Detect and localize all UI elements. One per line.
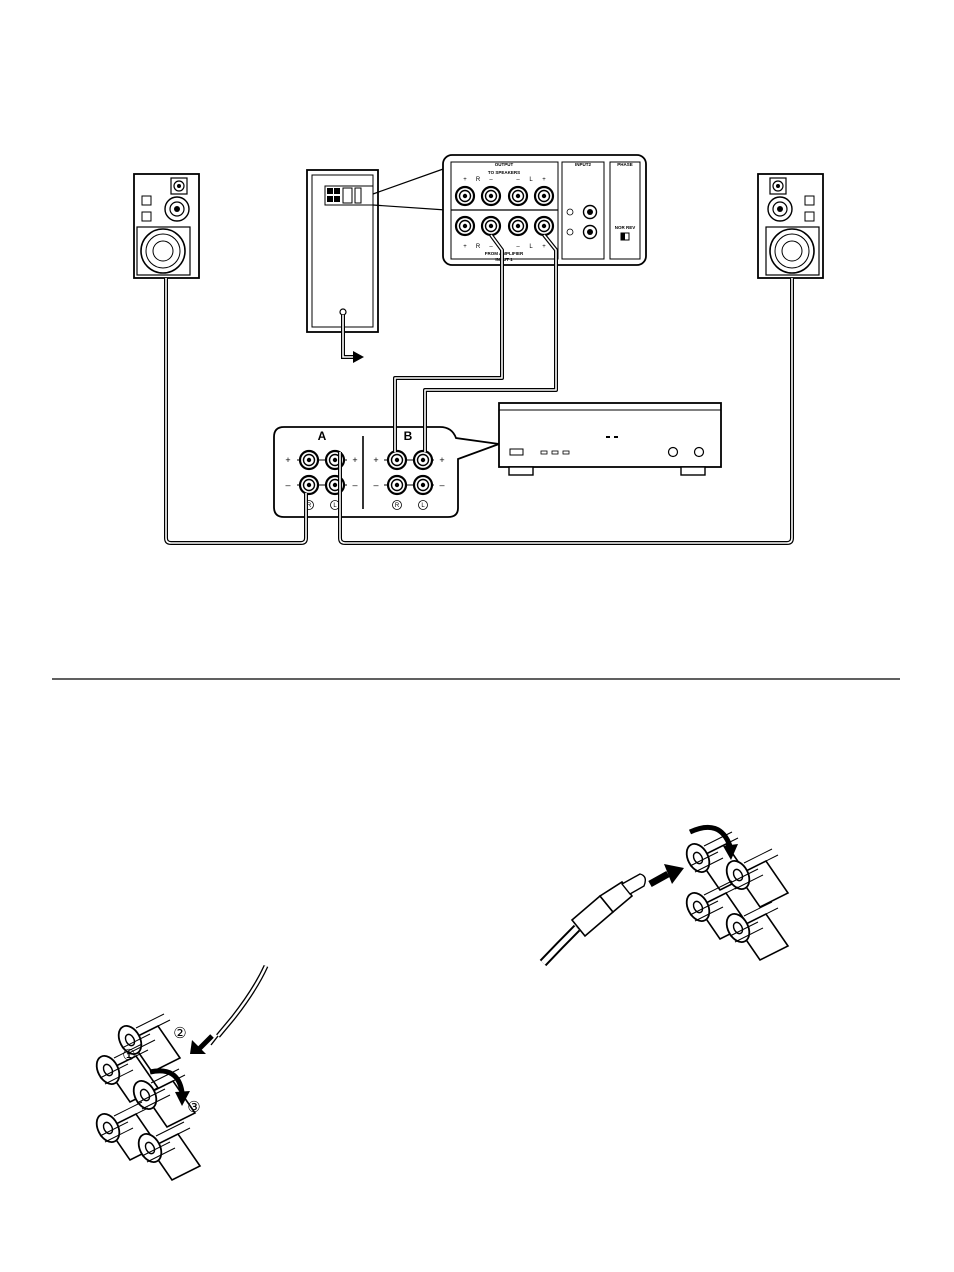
subwoofer-terminal-thumbnail: [324, 185, 374, 206]
step-3-label: ③: [187, 1099, 200, 1116]
binding-post-icon: [681, 831, 789, 961]
speaker-wire: [210, 964, 269, 1046]
plus-sign: +: [542, 244, 546, 250]
svg-text:R: R: [395, 503, 400, 509]
amp-b-r-plus-jack[interactable]: [386, 449, 408, 471]
minus-sign: –: [373, 480, 378, 490]
svg-text:L: L: [333, 503, 337, 509]
output-jack-r-plus[interactable]: [454, 185, 476, 207]
plus-sign: +: [285, 455, 290, 465]
amp-a-r-plus-jack[interactable]: [298, 449, 320, 471]
input-jack-l-minus[interactable]: [507, 215, 529, 237]
from-amplifier-label: FROM AMPLIFIER: [485, 251, 524, 256]
amp-b-l-plus-jack[interactable]: [412, 449, 434, 471]
left-speaker: [133, 173, 200, 279]
minus-sign: –: [352, 480, 357, 490]
plus-sign: +: [463, 244, 467, 250]
svg-text:R: R: [307, 503, 312, 509]
insert-arrow-icon: [648, 864, 684, 888]
amp-a-r-minus-jack[interactable]: [298, 474, 320, 496]
speaker-woofer-icon: [136, 226, 191, 276]
input-jack-r-minus[interactable]: [480, 215, 502, 237]
speaker-midrange-icon: [767, 196, 793, 222]
subwoofer: [306, 167, 447, 363]
speaker-cables: [164, 233, 794, 545]
phase-switch-label: NOR REV: [615, 225, 636, 230]
step-1-label: ①: [122, 1047, 135, 1064]
output-label: OUTPUT: [495, 162, 514, 167]
power-cord: [339, 308, 364, 363]
minus-sign: –: [516, 244, 520, 250]
plus-sign: +: [373, 455, 378, 465]
step-2-label: ②: [173, 1025, 186, 1042]
right-speaker: [757, 173, 824, 279]
input-jack-l-plus[interactable]: [533, 215, 555, 237]
speaker-woofer-icon: [765, 226, 820, 276]
channel-right-symbol: R: [392, 500, 402, 510]
speaker-tweeter-icon: [769, 177, 787, 195]
minus-sign: –: [439, 480, 444, 490]
minus-sign: –: [489, 177, 493, 183]
turn-arrow-icon: [688, 824, 738, 860]
subwoofer-terminal-panel: OUTPUT TO SPEAKERS + R – – L + + R – – L…: [442, 154, 647, 266]
input1-label: INPUT 1: [495, 257, 513, 262]
terminal-a-label: A: [318, 429, 327, 443]
bare-wire-illustration: ① ② ③: [91, 964, 269, 1181]
terminal-b-label: B: [404, 429, 413, 443]
minus-sign: –: [489, 244, 493, 250]
input2-label: INPUT2: [575, 162, 592, 167]
plus-sign: +: [463, 177, 467, 183]
channel-left-label: L: [529, 177, 533, 183]
plus-sign: +: [542, 177, 546, 183]
channel-right-label: R: [476, 177, 481, 183]
turn-arrow-icon: [149, 1068, 190, 1106]
to-speakers-label: TO SPEAKERS: [488, 170, 520, 175]
phase-switch[interactable]: [620, 232, 630, 241]
channel-left-label: L: [529, 244, 533, 250]
channel-left-symbol: L: [418, 500, 428, 510]
output-jack-l-plus[interactable]: [533, 185, 555, 207]
rca-input-r[interactable]: [566, 224, 598, 240]
plus-sign: +: [352, 455, 357, 465]
input-jack-r-plus[interactable]: [454, 215, 476, 237]
speaker-tweeter-icon: [170, 177, 188, 195]
banana-plug-illustration: [539, 824, 789, 967]
amp-b-r-minus-jack[interactable]: [386, 474, 408, 496]
svg-text:L: L: [421, 503, 425, 509]
plus-sign: +: [439, 455, 444, 465]
output-jack-r-minus[interactable]: [480, 185, 502, 207]
insert-arrow-icon: [190, 1034, 214, 1054]
amp-b-l-minus-jack[interactable]: [412, 474, 434, 496]
amplifier: [498, 402, 722, 476]
cable-sub-to-amp-r: [393, 233, 504, 452]
rca-input-l[interactable]: [566, 204, 598, 220]
banana-plug-icon: [539, 873, 647, 967]
phase-label: PHASE: [617, 162, 633, 167]
channel-right-label: R: [476, 244, 481, 250]
speaker-midrange-icon: [164, 196, 190, 222]
minus-sign: –: [516, 177, 520, 183]
output-jack-l-minus[interactable]: [507, 185, 529, 207]
minus-sign: –: [285, 480, 290, 490]
